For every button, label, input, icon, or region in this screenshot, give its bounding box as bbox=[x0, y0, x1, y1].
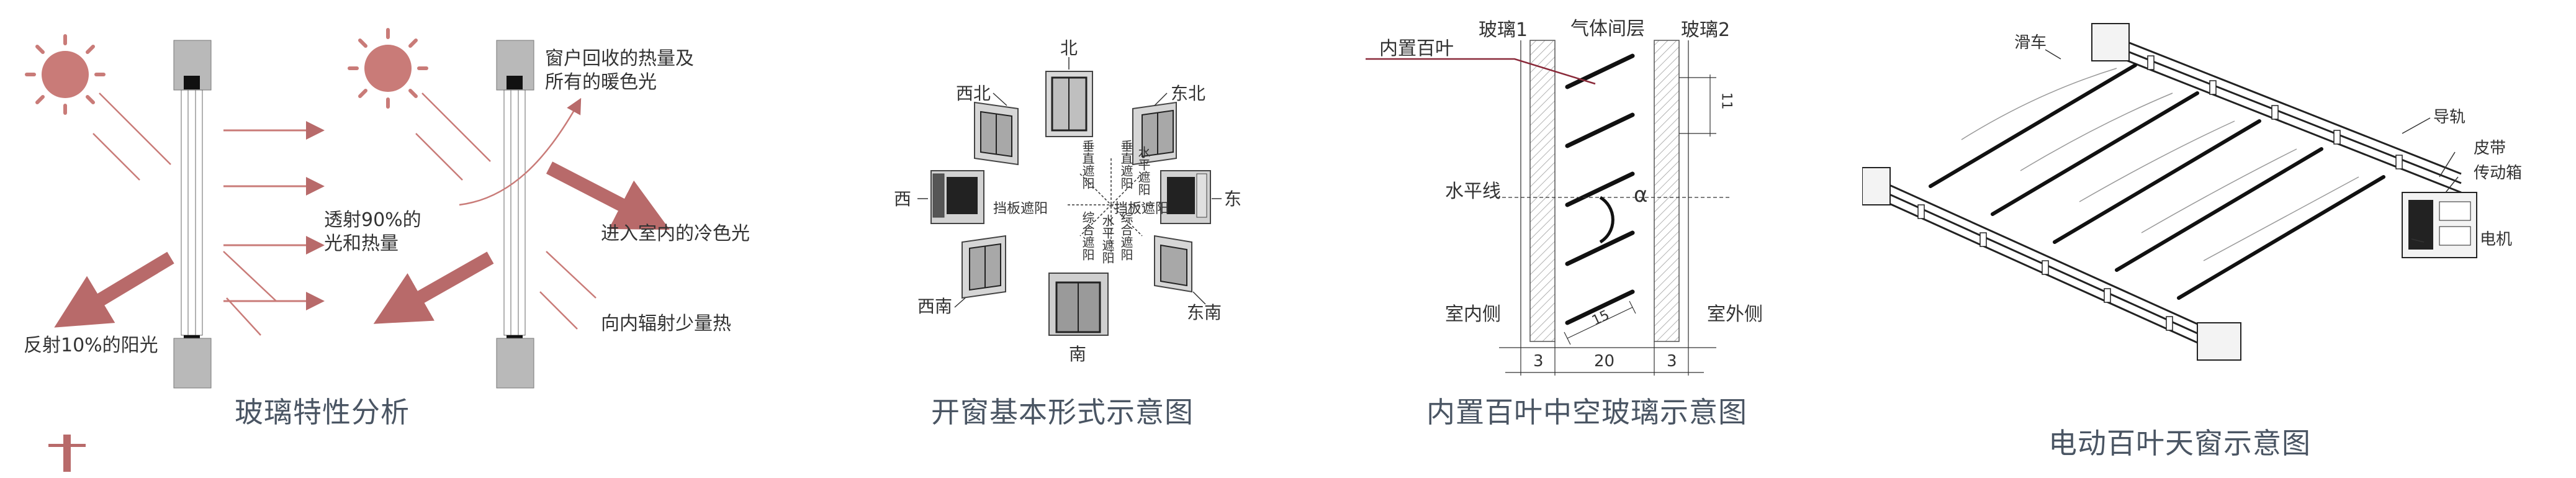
direction-west: 西 bbox=[894, 189, 912, 209]
end-caps bbox=[1862, 23, 2241, 361]
window-southwest bbox=[961, 235, 1006, 299]
glass-properties-diagram bbox=[25, 28, 670, 389]
horizon-label: 水平线 bbox=[1445, 181, 1501, 202]
guide-rails bbox=[1871, 33, 2462, 355]
built-in-blind-glass-panel: 玻璃1 气体间层 玻璃2 内置百叶 水平线 室内侧 室外侧 α 11 15 3 … bbox=[1366, 0, 1862, 464]
direction-leaders bbox=[917, 57, 1222, 308]
blind-slats bbox=[1565, 53, 1635, 325]
ring-label-4: 挡板遮阳 bbox=[993, 201, 1048, 217]
glass-properties-panel: 反射10%的阳光 透射90%的 光和热量 窗户回收的热量及 所有的暖色光 进入室… bbox=[0, 0, 807, 472]
motor-box bbox=[2402, 192, 2477, 258]
panel-caption: 电动百叶天窗示意图 bbox=[2048, 426, 2311, 460]
dim-3b-label: 3 bbox=[1667, 352, 1677, 371]
window-northeast bbox=[1132, 101, 1177, 166]
ring-label-6: 综合遮阳 bbox=[1080, 211, 1095, 261]
dim-3a-label: 3 bbox=[1533, 352, 1544, 371]
direction-south: 南 bbox=[1069, 344, 1087, 364]
blind-leader bbox=[1366, 58, 1596, 85]
window-orientation-panel: 北 南 东 西 东北 西北 东南 西南 垂直遮阳 垂直遮阳 水平遮阳 挡板遮阳 … bbox=[807, 0, 1428, 464]
built-in-blind-diagram bbox=[1366, 40, 1732, 376]
cold-light-arrow bbox=[546, 161, 670, 230]
dimension-11 bbox=[1679, 74, 1716, 137]
direction-northwest: 西北 bbox=[956, 83, 991, 104]
rail-clips bbox=[1917, 55, 2403, 331]
direction-east: 东 bbox=[1224, 189, 1242, 209]
window-section-left bbox=[173, 40, 212, 389]
window-northwest bbox=[974, 101, 1019, 166]
gas-gap-label: 气体间层 bbox=[1570, 18, 1645, 40]
dimension-15 bbox=[1564, 300, 1636, 345]
recover-label-2: 所有的暖色光 bbox=[545, 71, 657, 93]
reflect-arrow bbox=[54, 251, 174, 328]
transmit-label-2: 光和热量 bbox=[324, 233, 399, 255]
rail-label: 导轨 bbox=[2433, 108, 2466, 127]
cold-light-label: 进入室内的冷色光 bbox=[601, 223, 750, 245]
indoor-label: 室内侧 bbox=[1445, 304, 1501, 325]
label-leaders bbox=[2045, 49, 2459, 243]
ring-label-7: 水平遮阳 bbox=[1100, 214, 1115, 264]
window-west bbox=[930, 170, 984, 224]
outdoor-label: 室外侧 bbox=[1707, 304, 1763, 325]
panel-caption: 开窗基本形式示意图 bbox=[931, 395, 1194, 429]
glass2-label: 玻璃2 bbox=[1681, 19, 1731, 41]
transmitted-arrows bbox=[223, 121, 325, 310]
incident-rays-left bbox=[92, 92, 171, 181]
ring-label-8: 综合遮阳 bbox=[1119, 211, 1133, 261]
ring-label-3: 水平遮阳 bbox=[1136, 146, 1151, 196]
reflect-label: 反射10%的阳光 bbox=[24, 335, 158, 356]
panel-caption: 内置百叶中空玻璃示意图 bbox=[1426, 395, 1747, 429]
trolley-label: 滑车 bbox=[2014, 34, 2047, 52]
pane-edges bbox=[1520, 40, 1689, 341]
recover-label-1: 窗户回收的热量及 bbox=[545, 48, 694, 70]
incident-rays-right bbox=[415, 92, 491, 181]
sun-icon bbox=[25, 34, 106, 115]
gearbox-label: 传动箱 bbox=[2474, 164, 2523, 183]
motorized-skylight-panel: 滑车 导轨 皮带 传动箱 电机 电动百叶天窗示意图 bbox=[1862, 0, 2576, 464]
direction-northeast: 东北 bbox=[1171, 83, 1206, 104]
window-south bbox=[1048, 273, 1109, 336]
angle-symbol: α bbox=[1634, 183, 1648, 207]
cropped-fragment bbox=[48, 435, 86, 472]
window-southeast bbox=[1154, 235, 1192, 293]
glass1-label: 玻璃1 bbox=[1479, 19, 1528, 41]
radiate-label: 向内辐射少量热 bbox=[601, 313, 731, 335]
window-east bbox=[1160, 170, 1211, 224]
ring-label-1: 垂直遮阳 bbox=[1080, 140, 1095, 189]
ring-label-5: 挡板遮阳 bbox=[1114, 201, 1169, 217]
dim-11-label: 11 bbox=[1718, 92, 1734, 110]
center-axes bbox=[1068, 158, 1155, 255]
fabric-folds bbox=[1961, 68, 2359, 261]
slat-rods bbox=[1929, 63, 2385, 300]
recovered-heat-curve bbox=[459, 97, 582, 206]
direction-southwest: 西南 bbox=[917, 296, 953, 317]
reflect-arrow-2 bbox=[373, 251, 494, 324]
window-north bbox=[1045, 71, 1093, 137]
motor-label: 电机 bbox=[2480, 230, 2513, 249]
sun-icon bbox=[348, 28, 428, 109]
bottom-dimension bbox=[1499, 341, 1716, 376]
direction-north: 北 bbox=[1060, 38, 1078, 58]
glass-pane-2 bbox=[1654, 40, 1680, 342]
radiated-heat-rays bbox=[223, 251, 597, 336]
panel-caption: 玻璃特性分析 bbox=[235, 395, 410, 429]
ring-label-2: 垂直遮阳 bbox=[1119, 140, 1133, 189]
dim-20-label: 20 bbox=[1594, 352, 1615, 371]
direction-southeast: 东南 bbox=[1187, 302, 1222, 323]
motorized-skylight-diagram bbox=[1862, 23, 2477, 361]
belt-label: 皮带 bbox=[2474, 139, 2506, 158]
transmit-label-1: 透射90%的 bbox=[324, 209, 421, 231]
window-section-right bbox=[496, 40, 534, 389]
window-orientation-diagram bbox=[917, 57, 1222, 336]
glass-pane-1 bbox=[1529, 40, 1556, 342]
angle-arc bbox=[1599, 196, 1615, 244]
blind-label: 内置百叶 bbox=[1379, 38, 1454, 60]
